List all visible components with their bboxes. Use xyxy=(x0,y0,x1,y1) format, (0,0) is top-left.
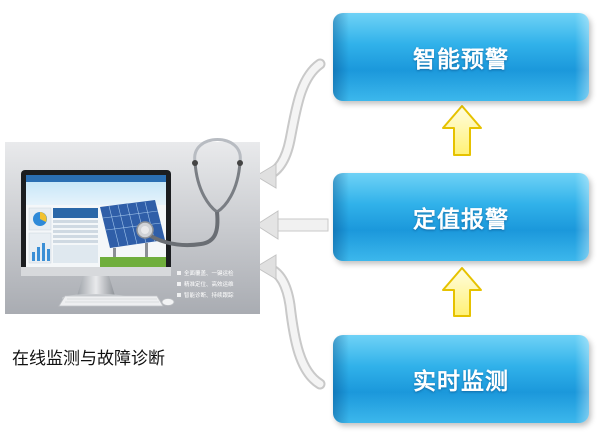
box-realtime-monitoring: 实时监测 xyxy=(333,335,589,423)
monitoring-illustration: 全面覆盖、一键运检 精准定位、高效运维 智能诊断、持续跟踪 xyxy=(5,112,265,412)
stethoscope-icon xyxy=(136,138,243,247)
up-arrow-1 xyxy=(442,105,482,156)
mouse-icon xyxy=(161,298,175,306)
up-arrow-2 xyxy=(442,267,482,317)
connector-arrow-middle xyxy=(255,210,329,240)
connector-arrow-top xyxy=(255,58,326,189)
box-smart-warning-label: 智能预警 xyxy=(413,47,509,73)
feature-1: 全面覆盖、一键运检 xyxy=(184,269,234,277)
feature-2: 精准定位、高效运维 xyxy=(184,280,234,288)
connector-arrow-bottom xyxy=(255,254,326,390)
illustration-svg: 全面覆盖、一键运检 精准定位、高效运维 智能诊断、持续跟踪 xyxy=(5,138,260,314)
monitor-icon xyxy=(21,170,171,276)
keyboard-icon xyxy=(58,295,164,307)
box-realtime-monitoring-label: 实时监测 xyxy=(413,369,509,395)
box-smart-warning: 智能预警 xyxy=(333,13,589,101)
screen-feature-list: 全面覆盖、一键运检 精准定位、高效运维 智能诊断、持续跟踪 xyxy=(177,269,234,299)
panel-caption: 在线监测与故障诊断 xyxy=(12,349,165,369)
box-threshold-alarm-label: 定值报警 xyxy=(413,207,509,233)
box-threshold-alarm: 定值报警 xyxy=(333,173,589,261)
feature-3: 智能诊断、持续跟踪 xyxy=(184,291,234,299)
